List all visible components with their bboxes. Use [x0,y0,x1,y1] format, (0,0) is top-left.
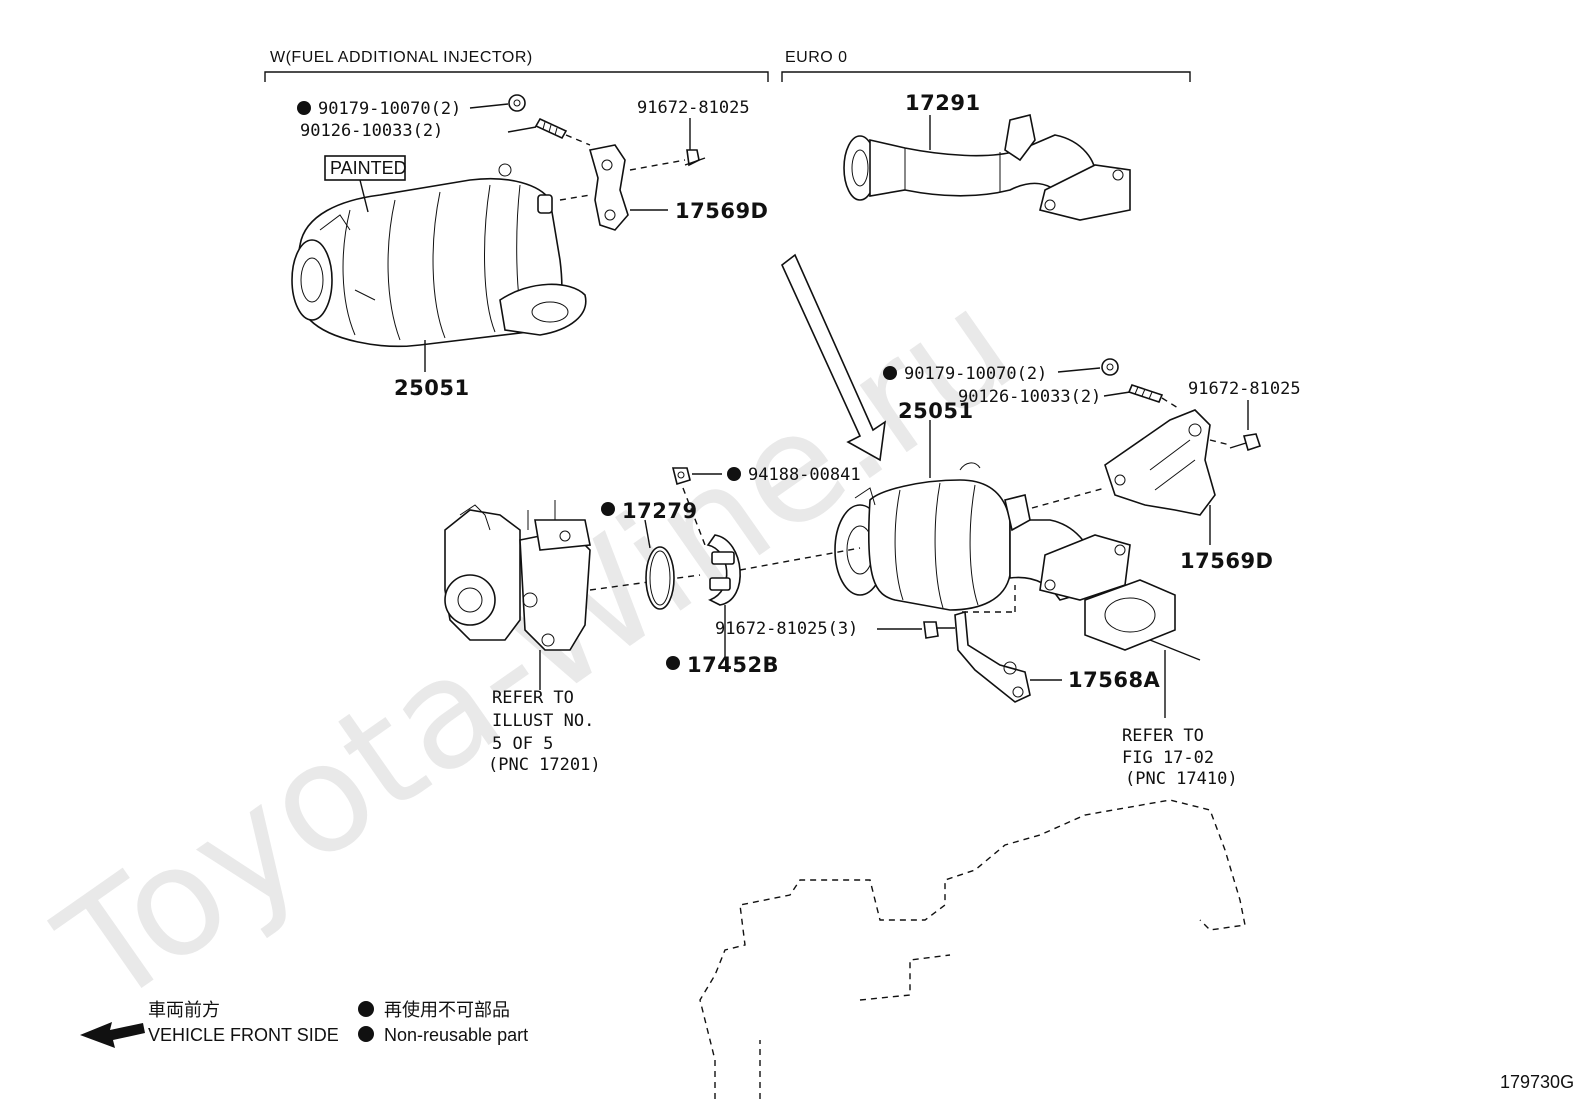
nonreusable-dot-icon [666,656,680,670]
nonreusable-dot-icon [358,1001,374,1017]
refer-right-line-2: FIG 17-02 [1122,748,1214,768]
part-number-17452B: 17452B [687,653,779,677]
refer-left: REFER TO ILLUST NO. 5 OF 5 (PNC 17201) [488,688,601,775]
legend-nonreuse-en: Non-reusable part [384,1025,528,1045]
legend-nonreusable: 再使用不可部品 Non-reusable part [358,1000,528,1045]
refer-left-line-4: (PNC 17201) [488,755,601,775]
nut-90179-mid-icon[interactable] [1101,358,1119,376]
part-number-17569D-top: 17569D [675,199,769,223]
part-number-90179-mid: 90179-10070(2) [904,364,1047,384]
nonreusable-dot-icon [601,502,615,516]
painted-label-box [324,155,406,181]
part-number-25051-top: 25051 [394,376,470,400]
legend-front-jp: 車両前方 [148,1000,220,1020]
turbocharger[interactable] [444,500,591,651]
bracket-17569D-top[interactable] [588,144,629,231]
stud-90126-top-icon[interactable] [534,117,568,140]
stud-90126-mid-icon[interactable] [1127,384,1164,403]
header-left-text: W(FUEL ADDITIONAL INJECTOR) [270,49,533,66]
part-number-91672-mid: 91672-81025 [1188,379,1301,399]
nut-94188-icon[interactable] [671,467,691,486]
nonreusable-dot-icon [727,467,741,481]
part-number-94188: 94188-00841 [748,465,861,485]
part-number-17568A: 17568A [1068,668,1161,692]
stay-17568A[interactable] [954,610,1031,703]
painted-label: PAINTED [330,158,407,178]
refer-left-line-2: ILLUST NO. [492,711,594,731]
header-right-text: EURO 0 [785,49,848,66]
refer-right: REFER TO FIG 17-02 (PNC 17410) [1122,726,1238,789]
part-number-91672-top: 91672-81025 [637,98,750,118]
section-header-right: EURO 0 [781,49,1191,82]
legend-nonreuse-jp: 再使用不可部品 [384,1000,510,1020]
bolt-91672-mid-icon[interactable] [1229,433,1262,452]
legend-front: 車両前方 VEHICLE FRONT SIDE [80,1000,339,1048]
refer-right-line-1: REFER TO [1122,726,1204,746]
pipe-17291[interactable] [843,114,1131,221]
arrow-indicator [781,253,887,462]
nonreusable-dot-icon [883,366,897,380]
engine-outline [699,799,1246,1099]
section-header-left: W(FUEL ADDITIONAL INJECTOR) [264,49,769,82]
part-number-17569D-mid: 17569D [1180,549,1274,573]
part-number-17291: 17291 [905,91,981,115]
bracket-17569D-mid[interactable] [1104,409,1216,516]
gasket-ring-17279[interactable] [645,546,675,610]
legend-front-en: VEHICLE FRONT SIDE [148,1025,339,1045]
converter-25051-top[interactable] [291,163,587,348]
converter-25051-mid[interactable] [834,462,1131,611]
figure-id: 179730G [1500,1072,1574,1092]
part-number-90126-top: 90126-10033(2) [300,121,443,141]
part-number-25051-mid: 25051 [898,399,974,423]
refer-left-line-1: REFER TO [492,688,574,708]
part-number-91672-3: 91672-81025(3) [715,619,858,639]
clamp-17452B[interactable] [706,534,741,606]
nonreusable-dot-icon [358,1026,374,1042]
part-number-90179-top: 90179-10070(2) [318,99,461,119]
nut-90179-top-icon[interactable] [508,94,526,112]
gasket-right[interactable] [1084,579,1176,651]
refer-right-line-3: (PNC 17410) [1125,769,1238,789]
bolt-91672-top-icon[interactable] [684,149,706,167]
refer-left-line-3: 5 OF 5 [492,734,553,754]
bolt-91672-3-icon[interactable] [923,621,955,639]
front-arrow-icon [80,1022,145,1048]
nonreusable-dot-icon [297,101,311,115]
part-number-17279: 17279 [622,499,698,523]
part-number-90126-mid: 90126-10033(2) [958,387,1101,407]
